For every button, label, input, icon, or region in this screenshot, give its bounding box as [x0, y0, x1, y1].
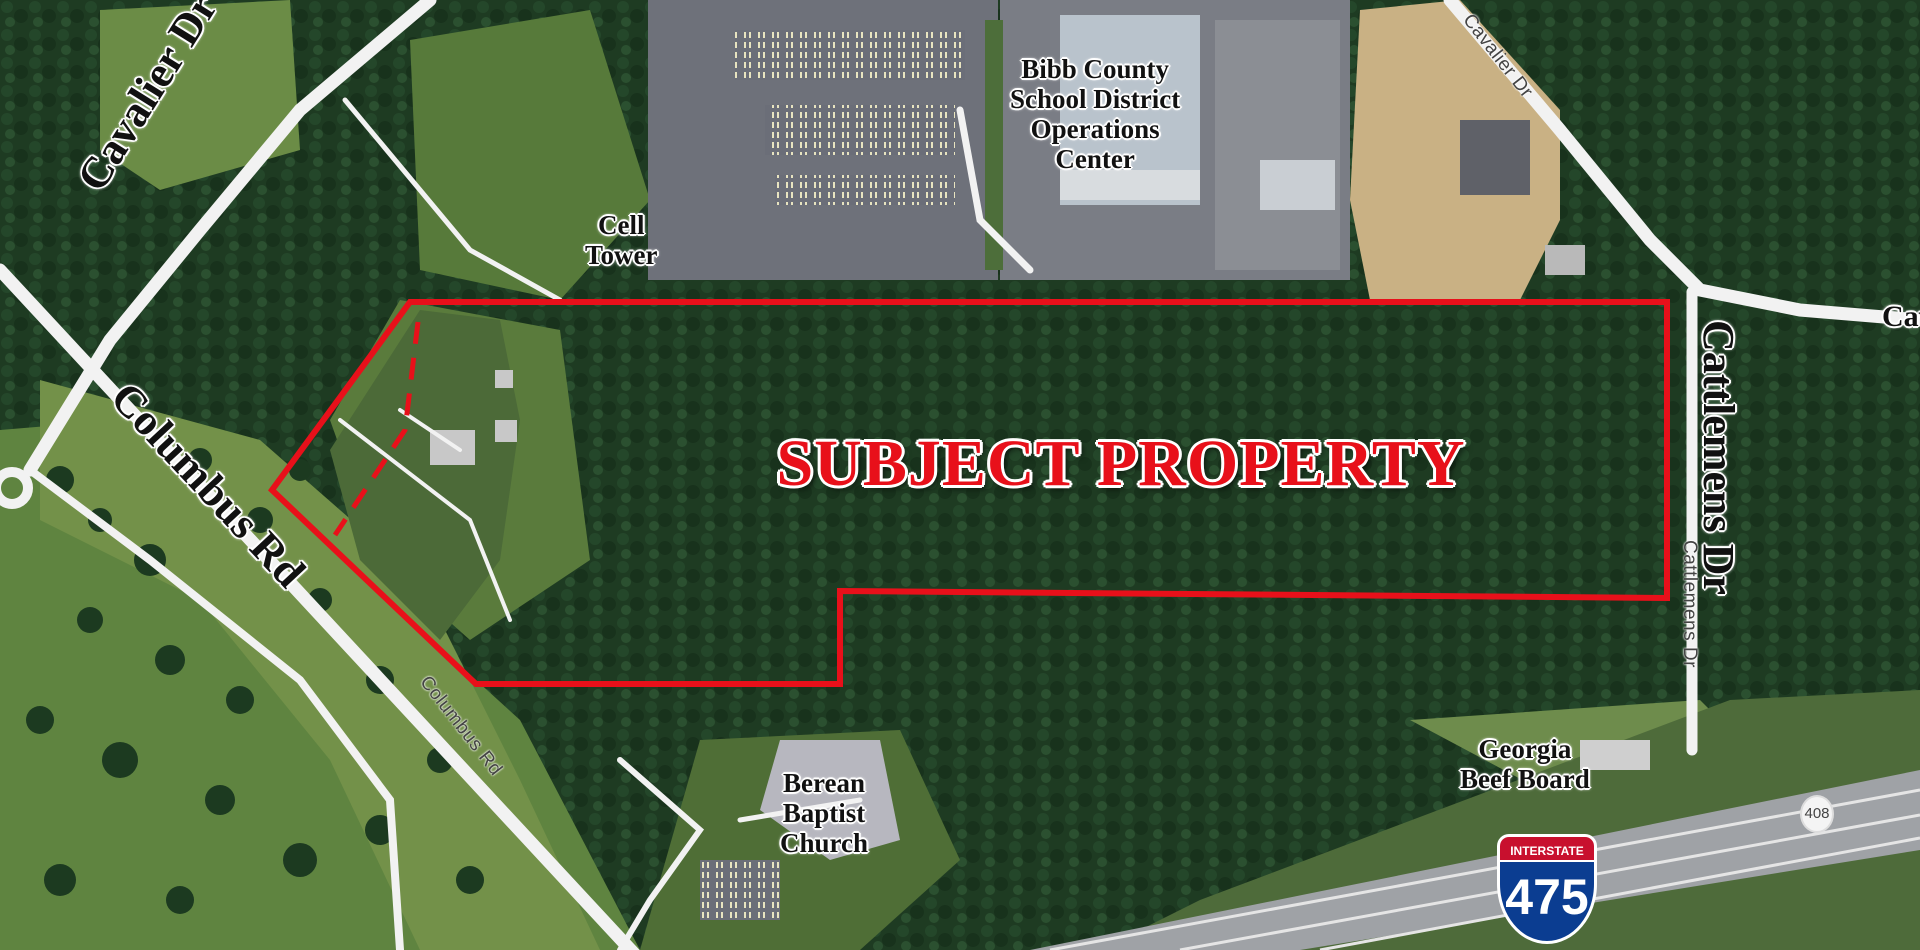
- state-route-408-marker: 408: [1800, 795, 1834, 833]
- road-label-cattlemens-dr: Cattlemens Dr: [1694, 320, 1743, 595]
- place-label-bibb-county: Bibb County School District Operations C…: [1010, 54, 1181, 174]
- subject-property-boundary: [268, 299, 1670, 687]
- road-label-cav: Cav: [1882, 300, 1920, 333]
- place-label-berean-baptist-church: Berean Baptist Church: [780, 768, 869, 858]
- road-small-cattlemens-dr: Cattlemens Dr: [1679, 540, 1700, 668]
- interstate-banner: INTERSTATE: [1497, 834, 1597, 860]
- interstate-number: 475: [1497, 860, 1597, 944]
- subject-property-label: SUBJECT PROPERTY: [776, 427, 1466, 500]
- subject-property-dashed-division: [332, 321, 421, 537]
- interstate-475-shield-icon: INTERSTATE 475: [1497, 834, 1597, 946]
- place-label-georgia-beef-board: Georgia Beef Board: [1460, 734, 1590, 794]
- place-label-cell-tower: Cell Tower: [585, 210, 658, 270]
